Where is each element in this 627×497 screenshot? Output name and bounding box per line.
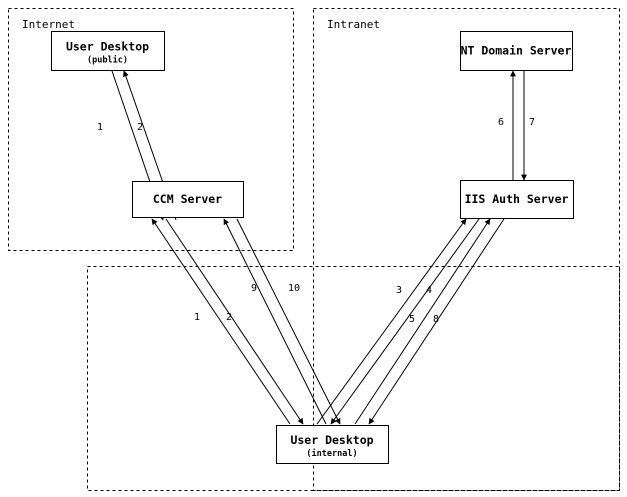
step-number-labels: 1 2 6 7 9 10 3 4 1 2 5 8 [97,117,535,325]
flow-4-down [330,218,480,425]
node-subtitle-user-desktop-public: (public) [87,55,128,66]
zone-border-intranet [313,8,620,491]
zone-intranet: Intranet [313,8,620,491]
node-user-desktop-public[interactable]: User Desktop(public) [50,30,166,72]
node-box-user-desktop-public[interactable] [50,30,166,72]
zone-frames: Internet Intranet [8,8,620,491]
step-label-step-4: 4 [426,285,432,296]
step-label-step-3: 3 [396,285,402,296]
node-title-user-desktop-public: User Desktop [66,40,149,54]
step-label-step-6: 6 [498,117,504,128]
step-label-step-2-internal: 2 [226,312,232,323]
step-label-step-8: 8 [433,314,439,325]
zone-internet: Internet [8,8,294,251]
node-box-user-desktop-internal[interactable] [275,424,390,465]
flow-9-up [223,218,327,425]
flow-3-up [316,218,467,425]
flow-10-down [236,218,341,425]
step-label-step-7: 7 [529,117,535,128]
node-title-ccm-server: CCM Server [153,192,222,206]
node-box-iis-auth-server[interactable] [459,179,575,220]
step-label-step-1-internal: 1 [194,312,200,323]
node-nt-domain-server[interactable]: NT Domain Server [459,30,574,72]
step-label-step-2-public: 2 [137,122,143,133]
step-label-step-9: 9 [251,283,257,294]
flow-2-internal [165,218,304,425]
node-title-nt-domain-server: NT Domain Server [461,44,572,58]
step-label-step-1-public: 1 [97,122,103,133]
step-label-step-5: 5 [409,314,415,325]
zone-internal [87,266,620,491]
node-box-nt-domain-server[interactable] [459,30,574,72]
flow-1-internal [151,218,291,425]
node-ccm-server[interactable]: CCM Server [131,180,245,219]
flow-5-up [354,218,491,425]
node-title-user-desktop-internal: User Desktop [290,433,373,447]
node-subtitle-user-desktop-internal: (internal) [306,448,357,459]
zone-label-internet: Internet [22,18,75,31]
zone-border-internet [8,8,294,251]
flow-8-down [368,218,505,425]
zone-border-internal [87,266,620,491]
node-user-desktop-internal[interactable]: User Desktop(internal) [275,424,390,465]
node-box-ccm-server[interactable] [131,180,245,219]
node-title-iis-auth-server: IIS Auth Server [465,192,569,206]
step-label-step-10: 10 [288,283,300,294]
zone-label-intranet: Intranet [327,18,380,31]
node-iis-auth-server[interactable]: IIS Auth Server [459,179,575,220]
flow-arrows [111,70,527,425]
